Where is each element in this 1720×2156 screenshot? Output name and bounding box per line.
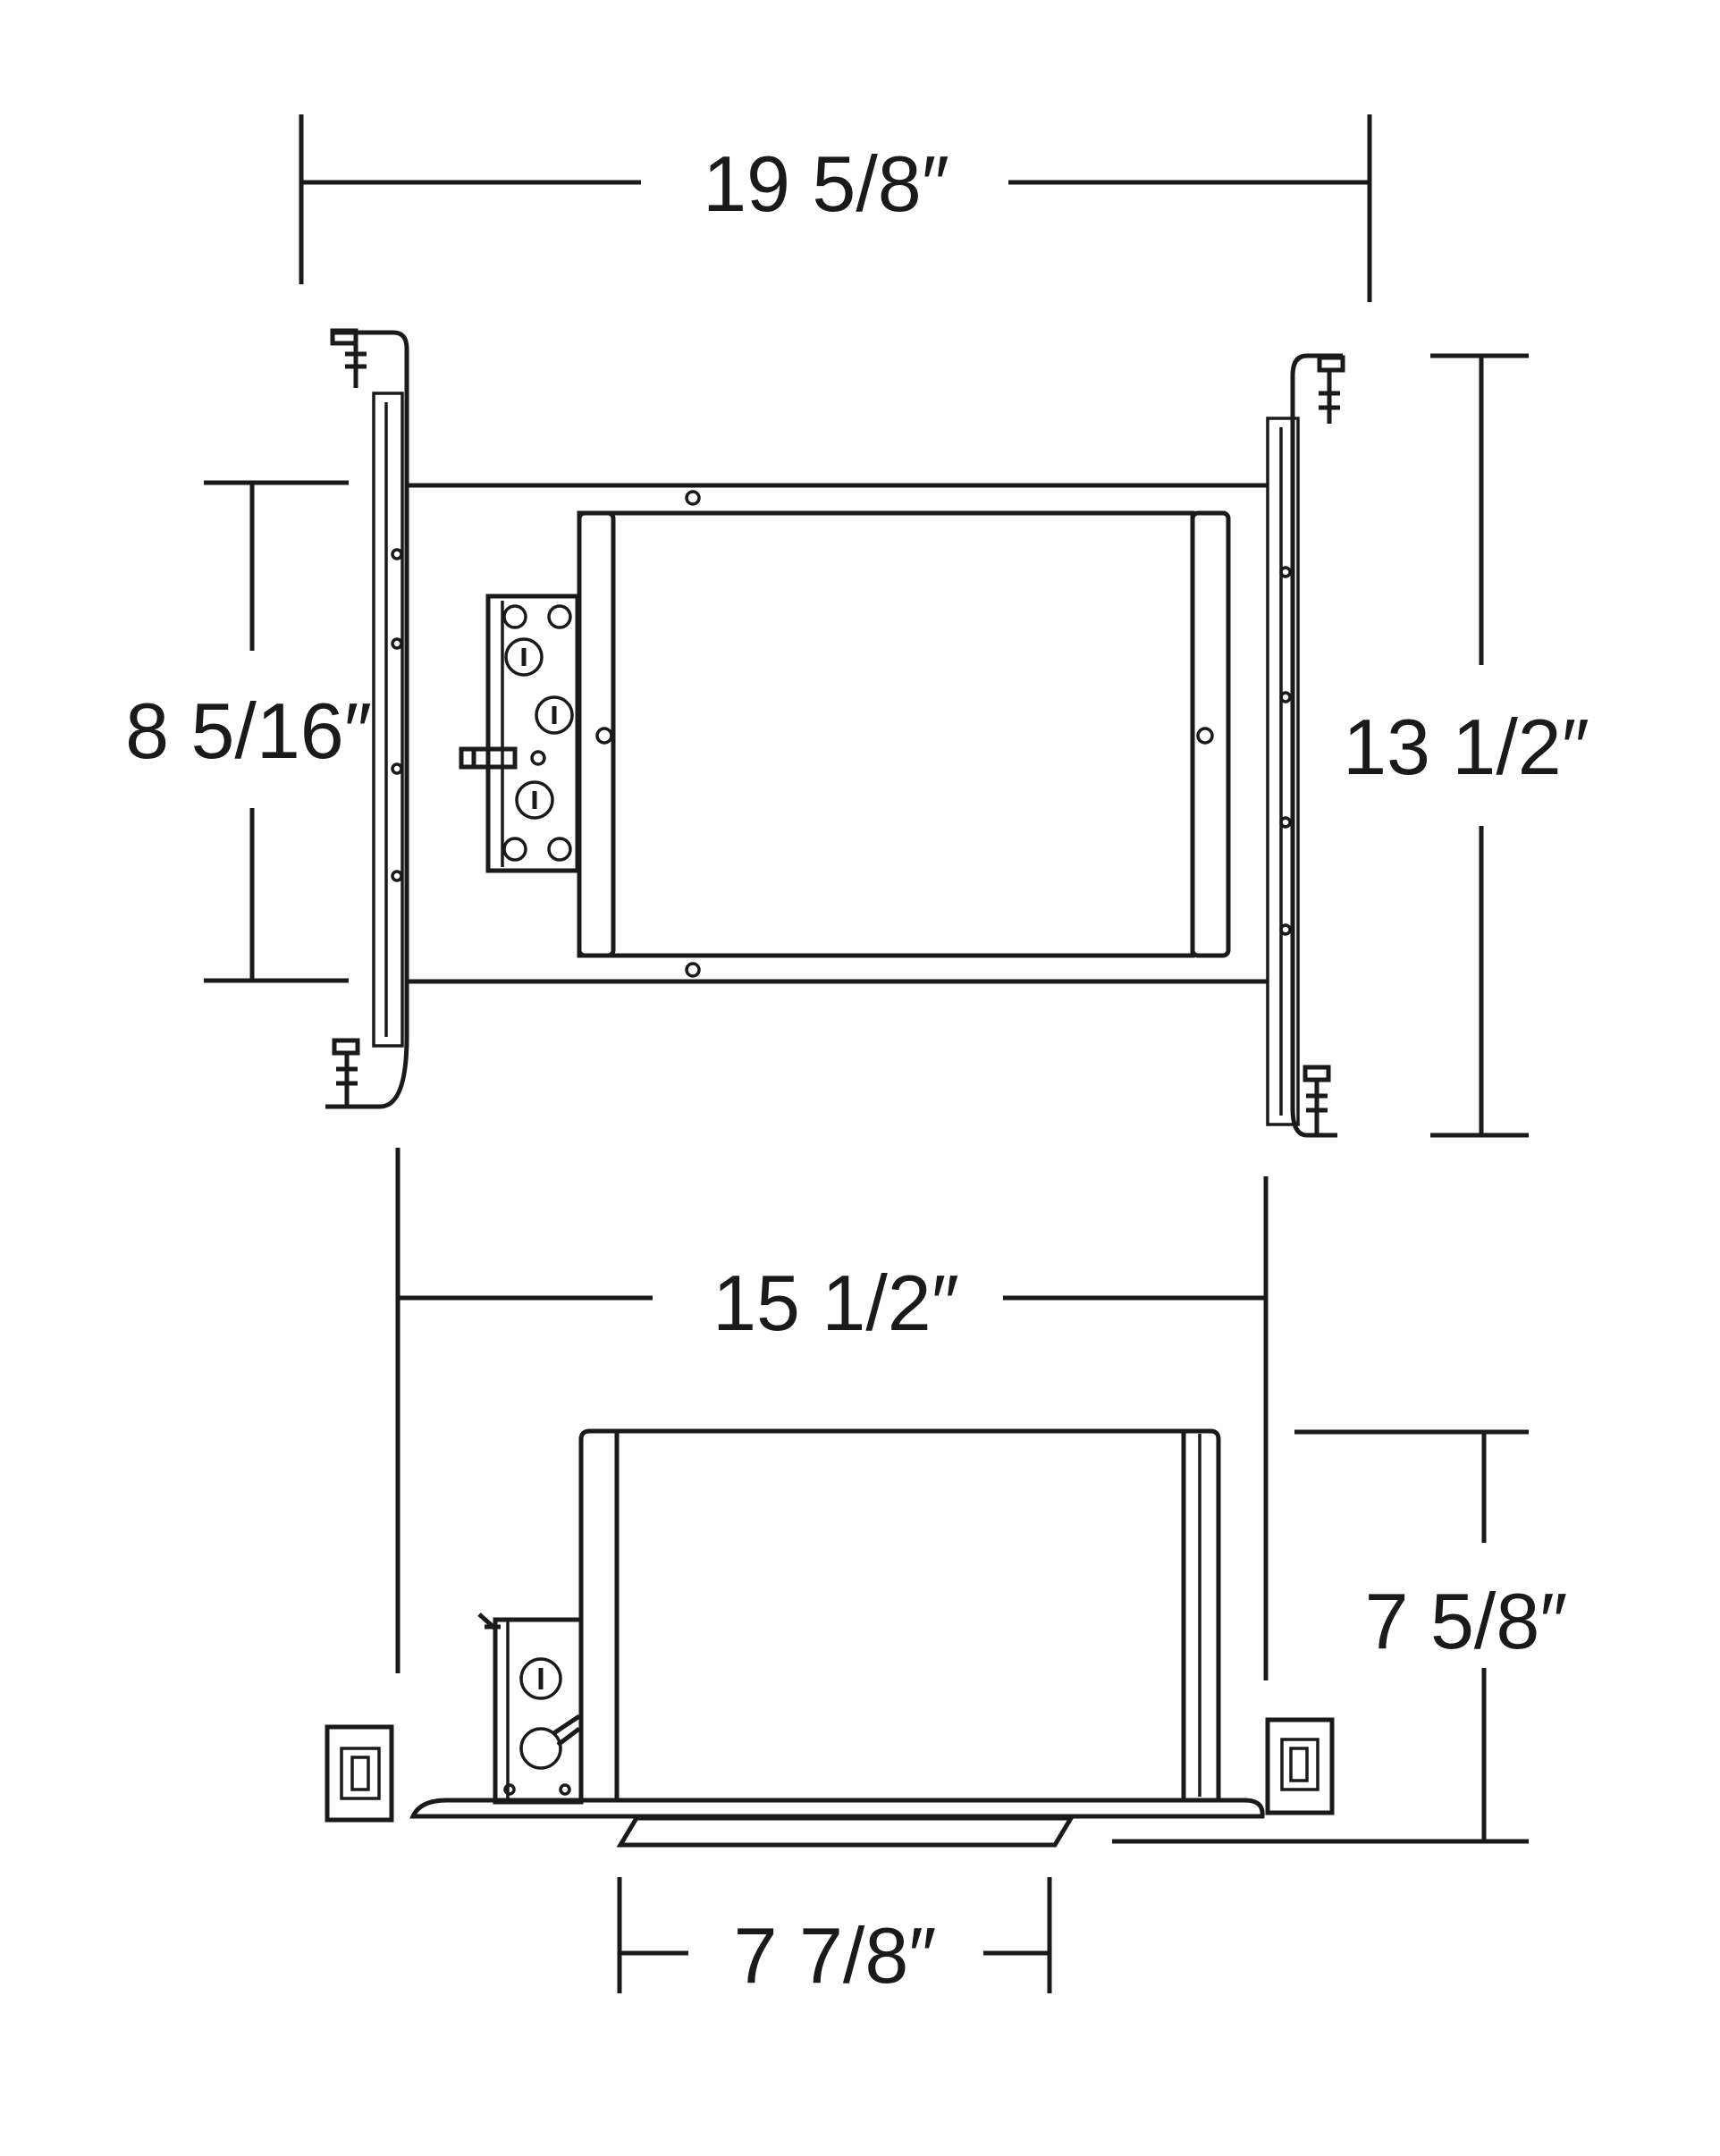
overall-width-dimension: 19 5/8″ bbox=[299, 114, 1372, 302]
overall-depth-dimension: 13 1/2″ bbox=[1343, 353, 1589, 1138]
housing-body-side bbox=[578, 1428, 1221, 1800]
mounting-plate bbox=[407, 483, 1268, 984]
aperture-width-label: 7 7/8″ bbox=[734, 1911, 937, 2000]
left-bracket-foot bbox=[325, 1724, 394, 1823]
junction-box-side bbox=[477, 1613, 584, 1805]
housing-width-dimension: 15 1/2″ bbox=[395, 1148, 1269, 1680]
overall-width-label: 19 5/8″ bbox=[703, 139, 949, 228]
housing-aperture bbox=[577, 510, 1231, 958]
side-view: 15 1/2″ 7 5/8″ 7 7/8″ bbox=[325, 1148, 1568, 2000]
housing-height-label: 7 5/8″ bbox=[1365, 1577, 1568, 1665]
aperture-height-dimension: 8 5/16″ bbox=[125, 480, 372, 983]
top-view: 19 5/8″ 13 1/2″ 8 5/16″ bbox=[125, 114, 1589, 1138]
aperture-height-label: 8 5/16″ bbox=[125, 686, 372, 775]
left-mounting-bracket bbox=[325, 328, 409, 1109]
right-bracket-foot bbox=[1265, 1717, 1335, 1815]
housing-height-dimension: 7 5/8″ bbox=[1112, 1429, 1568, 1844]
housing-width-label: 15 1/2″ bbox=[712, 1259, 959, 1347]
aperture-width-dimension: 7 7/8″ bbox=[617, 1877, 1052, 2000]
trim-flange-side bbox=[409, 1798, 1265, 1848]
overall-depth-label: 13 1/2″ bbox=[1343, 703, 1589, 791]
junction-box-top bbox=[459, 594, 580, 873]
right-mounting-bracket bbox=[1266, 353, 1345, 1138]
